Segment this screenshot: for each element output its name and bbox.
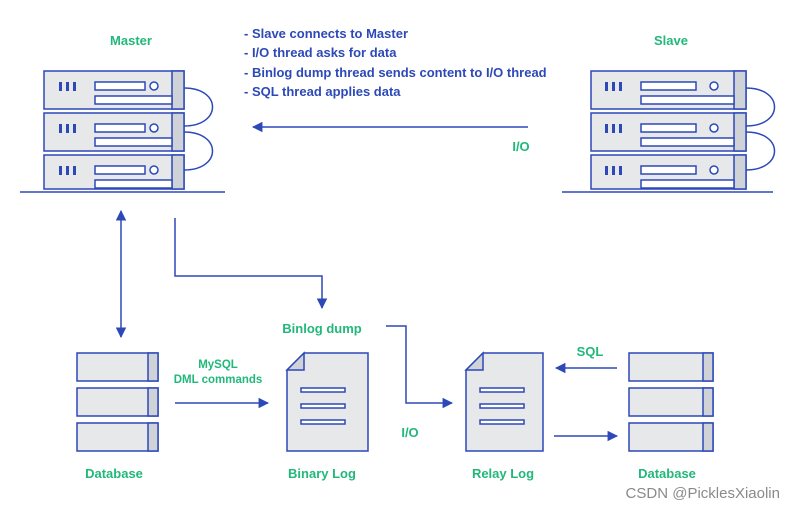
io-label-bottom: I/O — [401, 425, 418, 440]
mysql-label: MySQL — [198, 359, 238, 371]
binary-log-label: Binary Log — [288, 466, 356, 481]
relay-log-document-icon — [464, 351, 544, 452]
master-to-binlog-dump-arrow — [174, 218, 328, 310]
binary-log-document-icon — [285, 351, 369, 452]
relay-log-label: Relay Log — [472, 466, 534, 481]
step-3: - Binlog dump thread sends content to I/… — [244, 65, 547, 80]
slave-server-icon — [562, 70, 776, 193]
database-right-icon — [628, 352, 714, 452]
slave-label: Slave — [654, 33, 688, 48]
master-server-icon — [20, 70, 225, 193]
io-label-top: I/O — [512, 139, 529, 154]
step-1: - Slave connects to Master — [244, 26, 408, 41]
binlog-dump-label: Binlog dump — [282, 321, 361, 336]
watermark: CSDN @PicklesXiaolin — [626, 485, 780, 502]
database-right-label: Database — [638, 466, 696, 481]
dml-commands-label: DML commands — [174, 374, 263, 386]
master-label: Master — [110, 33, 152, 48]
step-2: - I/O thread asks for data — [244, 45, 397, 60]
database-left-icon — [76, 352, 159, 452]
database-left-label: Database — [85, 466, 143, 481]
sql-label: SQL — [577, 344, 604, 359]
binlog-dump-to-relay-log-arrow — [386, 325, 454, 409]
step-4: - SQL thread applies data — [244, 84, 401, 99]
